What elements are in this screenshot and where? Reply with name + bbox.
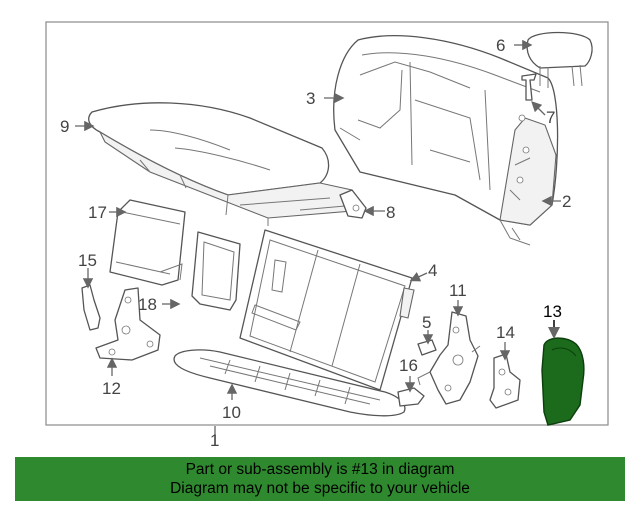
callout-17: 17 [88, 203, 107, 222]
callout-13: 13 [543, 302, 562, 321]
leader-lines [75, 39, 561, 446]
part-12-hinge [95, 287, 161, 361]
banner-line-disclaimer: Diagram may not be specific to your vehi… [170, 480, 470, 497]
banner-line-part: Part or sub-assembly is #13 in diagram [185, 461, 455, 478]
callout-16: 16 [399, 356, 418, 375]
callout-11: 11 [449, 281, 467, 300]
part-14-bracket [489, 353, 521, 409]
part-7-guide [521, 73, 537, 101]
callout-5: 5 [422, 313, 431, 332]
callout-6: 6 [496, 36, 505, 55]
banner-background [15, 457, 625, 501]
part-16-bracket [397, 387, 425, 407]
part-3-seatback [333, 35, 559, 226]
part-11-latch [417, 311, 481, 405]
callout-8: 8 [386, 203, 395, 222]
callout-10: 10 [222, 403, 241, 422]
info-banner: Part or sub-assembly is #13 in diagram D… [15, 457, 625, 501]
callout-7: 7 [546, 108, 555, 127]
diagram-frame [45, 21, 609, 426]
callout-18: 18 [138, 295, 157, 314]
callout-2: 2 [562, 192, 571, 211]
part-17-pad [109, 199, 186, 286]
part-4-frame [239, 229, 415, 391]
part-6-headrest [526, 31, 593, 88]
part-18-panel [191, 231, 241, 311]
callout-3: 3 [306, 89, 315, 108]
callout-1: 1 [210, 431, 219, 450]
callout-9: 9 [60, 117, 69, 136]
callout-14: 14 [496, 323, 515, 342]
part-9-seat-cushion [88, 102, 365, 226]
part-5-clip [417, 339, 437, 356]
callout-15: 15 [78, 251, 97, 270]
part-13-side-cover [541, 337, 585, 426]
part-10-seat-pan [173, 349, 406, 417]
callout-12: 12 [102, 379, 121, 398]
callout-4: 4 [428, 261, 437, 280]
part-8-bracket [339, 189, 367, 219]
part-15-hook [81, 284, 101, 331]
